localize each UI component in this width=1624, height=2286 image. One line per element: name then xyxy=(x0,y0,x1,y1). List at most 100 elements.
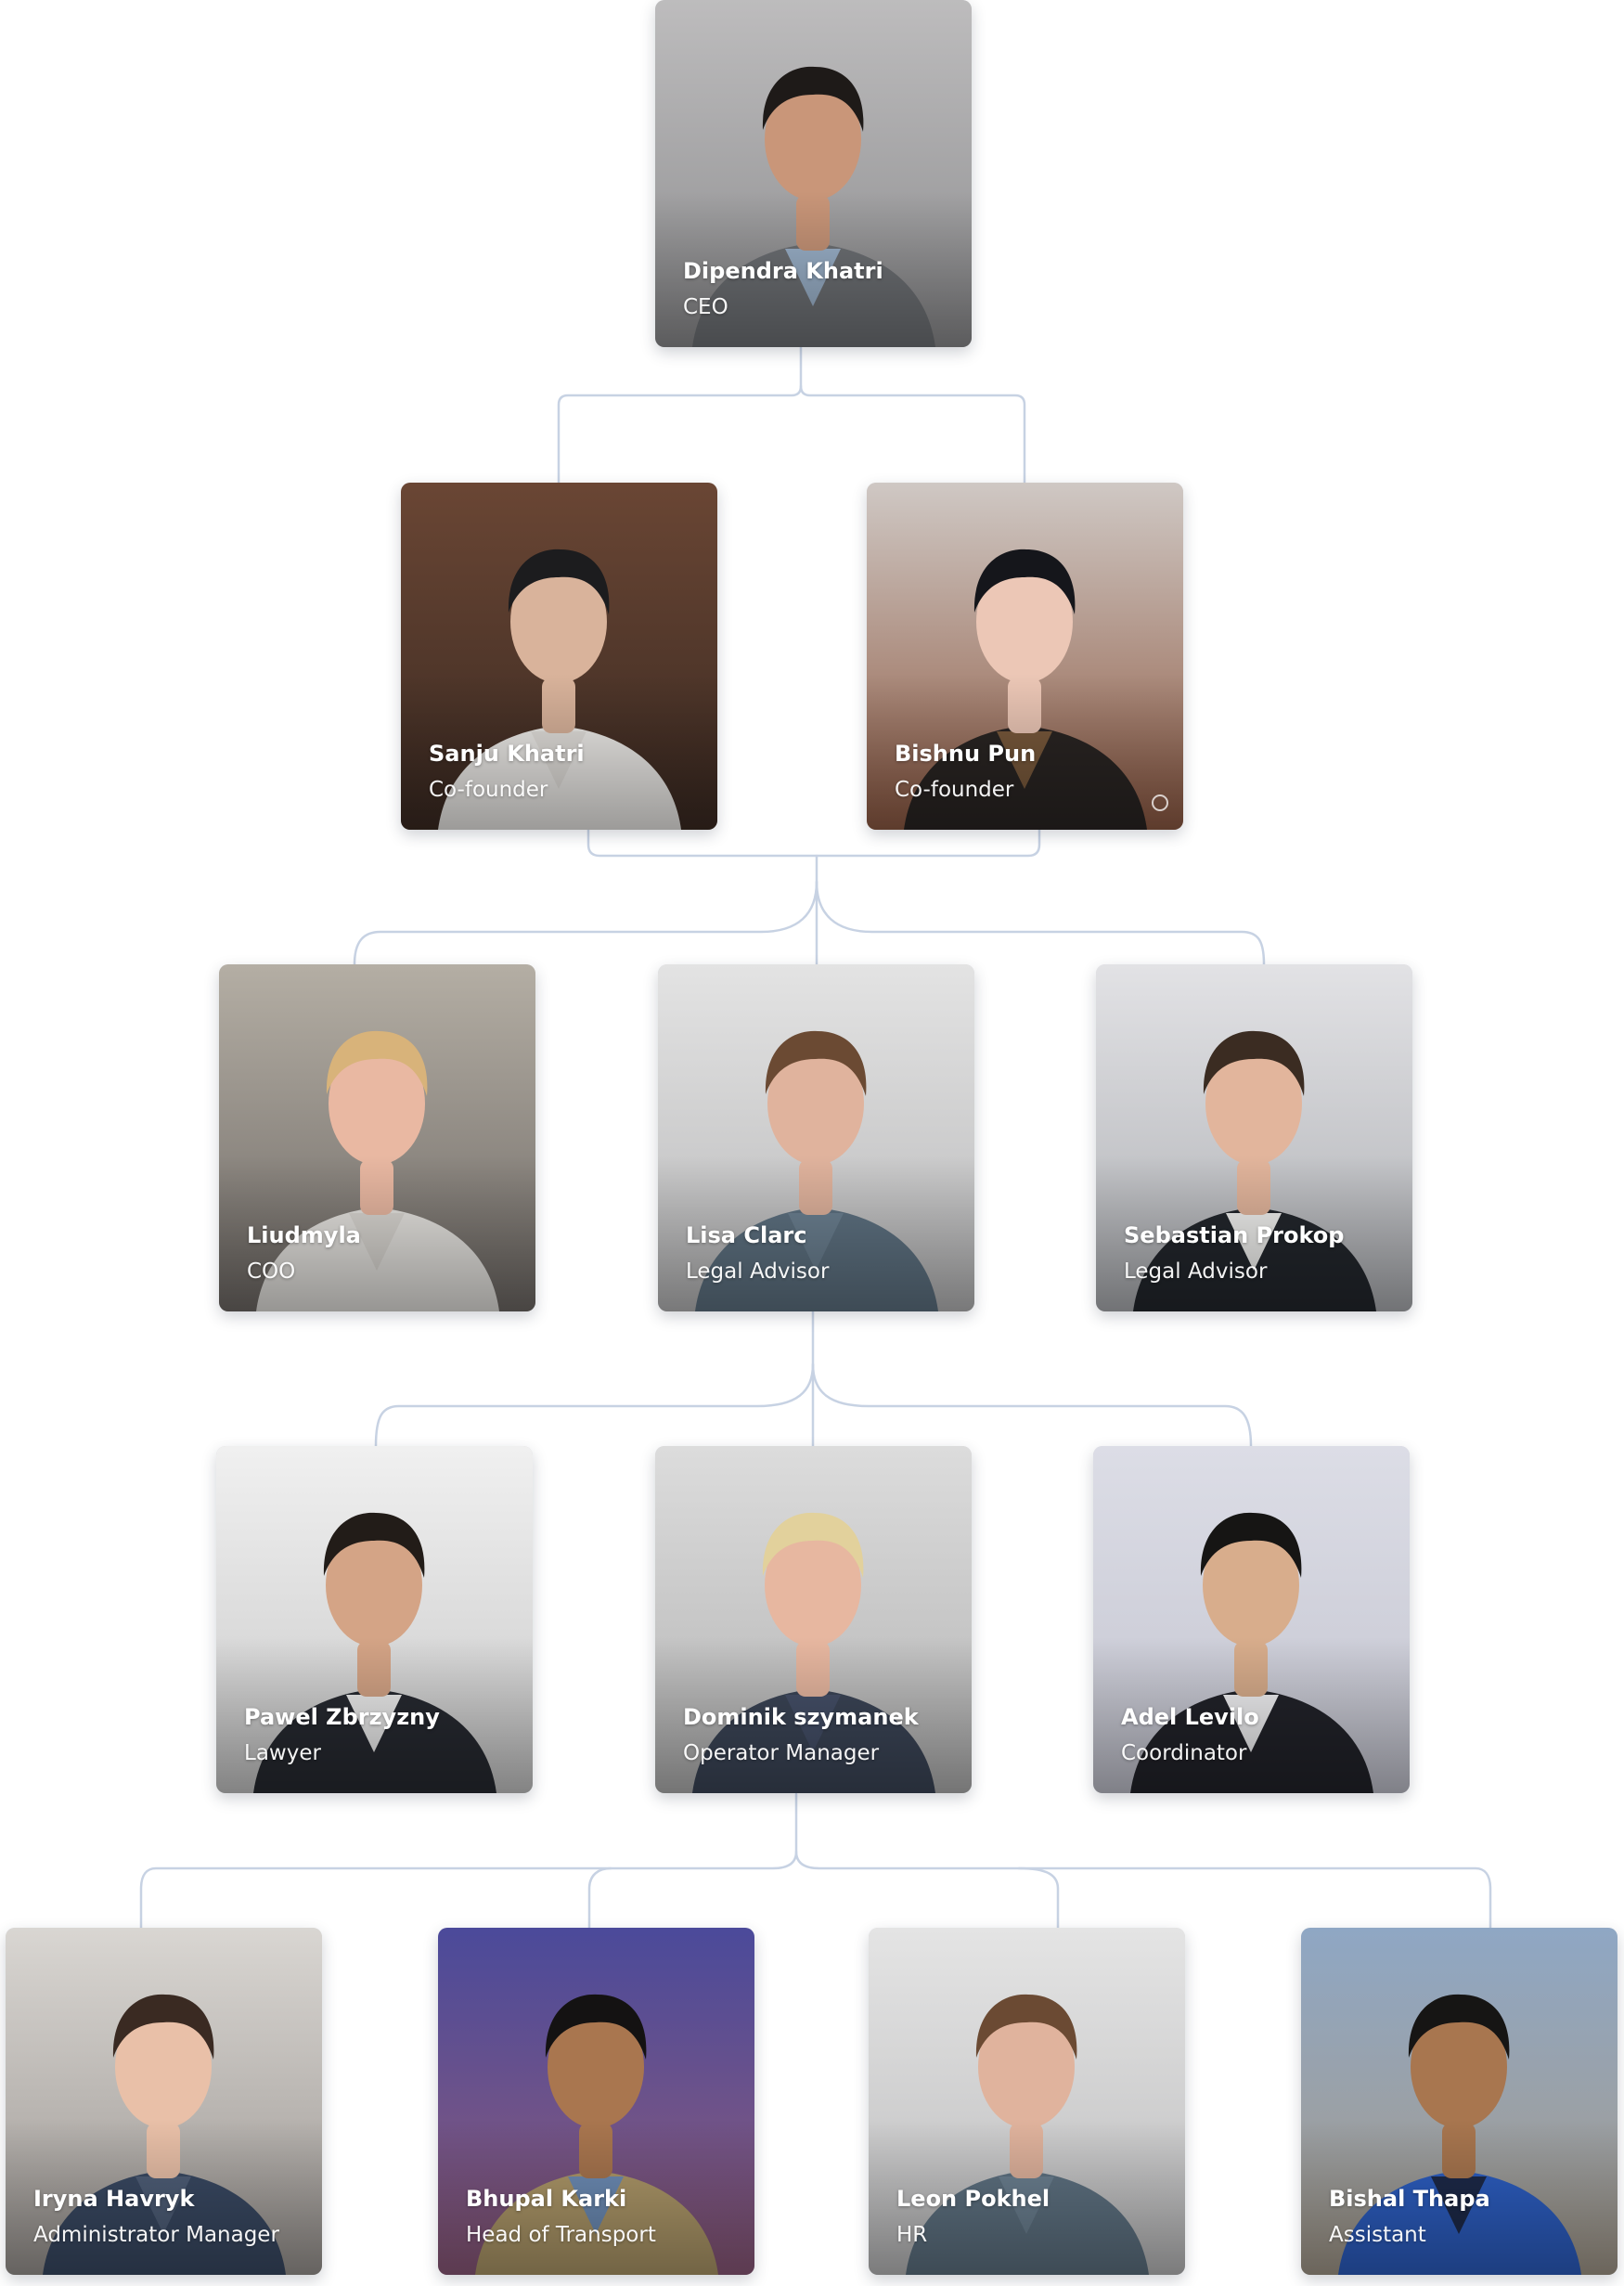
member-card[interactable]: Bishnu Pun Co-founder xyxy=(867,483,1183,830)
member-photo xyxy=(6,1928,322,2275)
member-role: Legal Advisor xyxy=(686,1259,830,1285)
member-label: Adel Levilo Coordinator xyxy=(1121,1704,1259,1767)
member-card[interactable]: Dipendra Khatri CEO xyxy=(655,0,972,347)
member-name: Sanju Khatri xyxy=(429,740,585,767)
portrait-image xyxy=(1301,1928,1618,2275)
member-role: Co-founder xyxy=(429,778,548,803)
member-card[interactable]: Sanju Khatri Co-founder xyxy=(401,483,717,830)
member-name: Lisa Clarc xyxy=(686,1221,807,1248)
member-label: Dipendra Khatri CEO xyxy=(683,258,883,321)
member-label: Sebastian Prokop Legal Advisor xyxy=(1124,1222,1344,1285)
portrait-image xyxy=(867,483,1183,830)
connector-line xyxy=(815,880,1266,966)
member-name: Adel Levilo xyxy=(1121,1703,1259,1730)
photo-overlay xyxy=(1093,1636,1410,1793)
member-label: Bishal Thapa Assistant xyxy=(1329,2186,1490,2249)
member-photo xyxy=(869,1928,1185,2275)
member-name: Dominik szymanek xyxy=(683,1703,919,1730)
member-role: Administrator Manager xyxy=(33,2223,279,2248)
photo-overlay xyxy=(1096,1155,1412,1311)
member-card[interactable]: Dominik szymanek Operator Manager xyxy=(655,1446,972,1793)
member-role: Legal Advisor xyxy=(1124,1259,1268,1285)
member-name: Sebastian Prokop xyxy=(1124,1221,1345,1248)
member-label: Sanju Khatri Co-founder xyxy=(429,741,585,804)
member-name: Bishnu Pun xyxy=(895,740,1037,767)
member-name: Leon Pokhel xyxy=(896,2185,1050,2212)
member-name: Bishal Thapa xyxy=(1329,2185,1490,2212)
member-photo xyxy=(1093,1446,1410,1793)
photo-overlay xyxy=(1301,2118,1618,2275)
portrait-image xyxy=(216,1446,533,1793)
photo-overlay xyxy=(216,1636,533,1793)
connector-line xyxy=(353,880,818,966)
portrait-image xyxy=(655,1446,972,1793)
member-role: Operator Manager xyxy=(683,1741,880,1766)
portrait-image xyxy=(6,1928,322,2275)
member-label: Iryna Havryk Administrator Manager xyxy=(33,2186,279,2249)
portrait-image xyxy=(438,1928,754,2275)
photo-overlay xyxy=(867,673,1183,830)
member-name: Dipendra Khatri xyxy=(683,257,883,284)
member-name: Bhupal Karki xyxy=(466,2185,627,2212)
member-role: Assistant xyxy=(1329,2223,1426,2248)
portrait-image xyxy=(869,1928,1185,2275)
member-role: Co-founder xyxy=(895,778,1014,803)
member-card[interactable]: Bishal Thapa Assistant xyxy=(1301,1928,1618,2275)
connector-line xyxy=(587,1866,612,1930)
photo-overlay xyxy=(869,2118,1185,2275)
member-card[interactable]: Lisa Clarc Legal Advisor xyxy=(658,964,974,1311)
member-photo xyxy=(401,483,717,830)
member-card[interactable]: Liudmyla COO xyxy=(219,964,535,1311)
photo-overlay xyxy=(658,1155,974,1311)
connector-line xyxy=(811,1363,1253,1448)
photo-overlay xyxy=(655,1636,972,1793)
photo-overlay xyxy=(219,1155,535,1311)
member-role: COO xyxy=(247,1259,296,1285)
member-card[interactable]: Leon Pokhel HR xyxy=(869,1928,1185,2275)
connector-line xyxy=(557,345,803,484)
portrait-image xyxy=(1096,964,1412,1311)
member-card[interactable]: Pawel Zbrzyzny Lawyer xyxy=(216,1446,533,1793)
contrast-icon xyxy=(1152,794,1168,811)
member-label: Leon Pokhel HR xyxy=(896,2186,1050,2249)
member-name: Iryna Havryk xyxy=(33,2185,195,2212)
portrait-image xyxy=(219,964,535,1311)
connector-line xyxy=(799,384,1026,484)
member-photo xyxy=(655,1446,972,1793)
member-photo xyxy=(1301,1928,1618,2275)
portrait-image xyxy=(401,483,717,830)
member-role: CEO xyxy=(683,295,728,320)
portrait-image xyxy=(658,964,974,1311)
member-photo xyxy=(867,483,1183,830)
photo-overlay xyxy=(401,673,717,830)
member-role: Coordinator xyxy=(1121,1741,1247,1766)
connector-line xyxy=(139,1792,798,1930)
member-role: Lawyer xyxy=(244,1741,321,1766)
member-photo xyxy=(658,964,974,1311)
connector-line xyxy=(374,1363,815,1448)
member-label: Bhupal Karki Head of Transport xyxy=(466,2186,656,2249)
member-card[interactable]: Sebastian Prokop Legal Advisor xyxy=(1096,964,1412,1311)
member-card[interactable]: Adel Levilo Coordinator xyxy=(1093,1446,1410,1793)
member-label: Dominik szymanek Operator Manager xyxy=(683,1704,919,1767)
member-photo xyxy=(216,1446,533,1793)
member-card[interactable]: Bhupal Karki Head of Transport xyxy=(438,1928,754,2275)
member-photo xyxy=(1096,964,1412,1311)
member-photo xyxy=(438,1928,754,2275)
photo-overlay xyxy=(438,2118,754,2275)
member-name: Liudmyla xyxy=(247,1221,361,1248)
member-label: Lisa Clarc Legal Advisor xyxy=(686,1222,829,1285)
member-role: HR xyxy=(896,2223,928,2248)
member-name: Pawel Zbrzyzny xyxy=(244,1703,440,1730)
member-photo xyxy=(655,0,972,347)
member-label: Bishnu Pun Co-founder xyxy=(895,741,1036,804)
photo-overlay xyxy=(655,190,972,347)
member-role: Head of Transport xyxy=(466,2223,656,2248)
photo-overlay xyxy=(6,2118,322,2275)
portrait-image xyxy=(1093,1446,1410,1793)
member-photo xyxy=(219,964,535,1311)
portrait-image xyxy=(655,0,972,347)
member-card[interactable]: Iryna Havryk Administrator Manager xyxy=(6,1928,322,2275)
connector-line xyxy=(794,1850,1492,1930)
